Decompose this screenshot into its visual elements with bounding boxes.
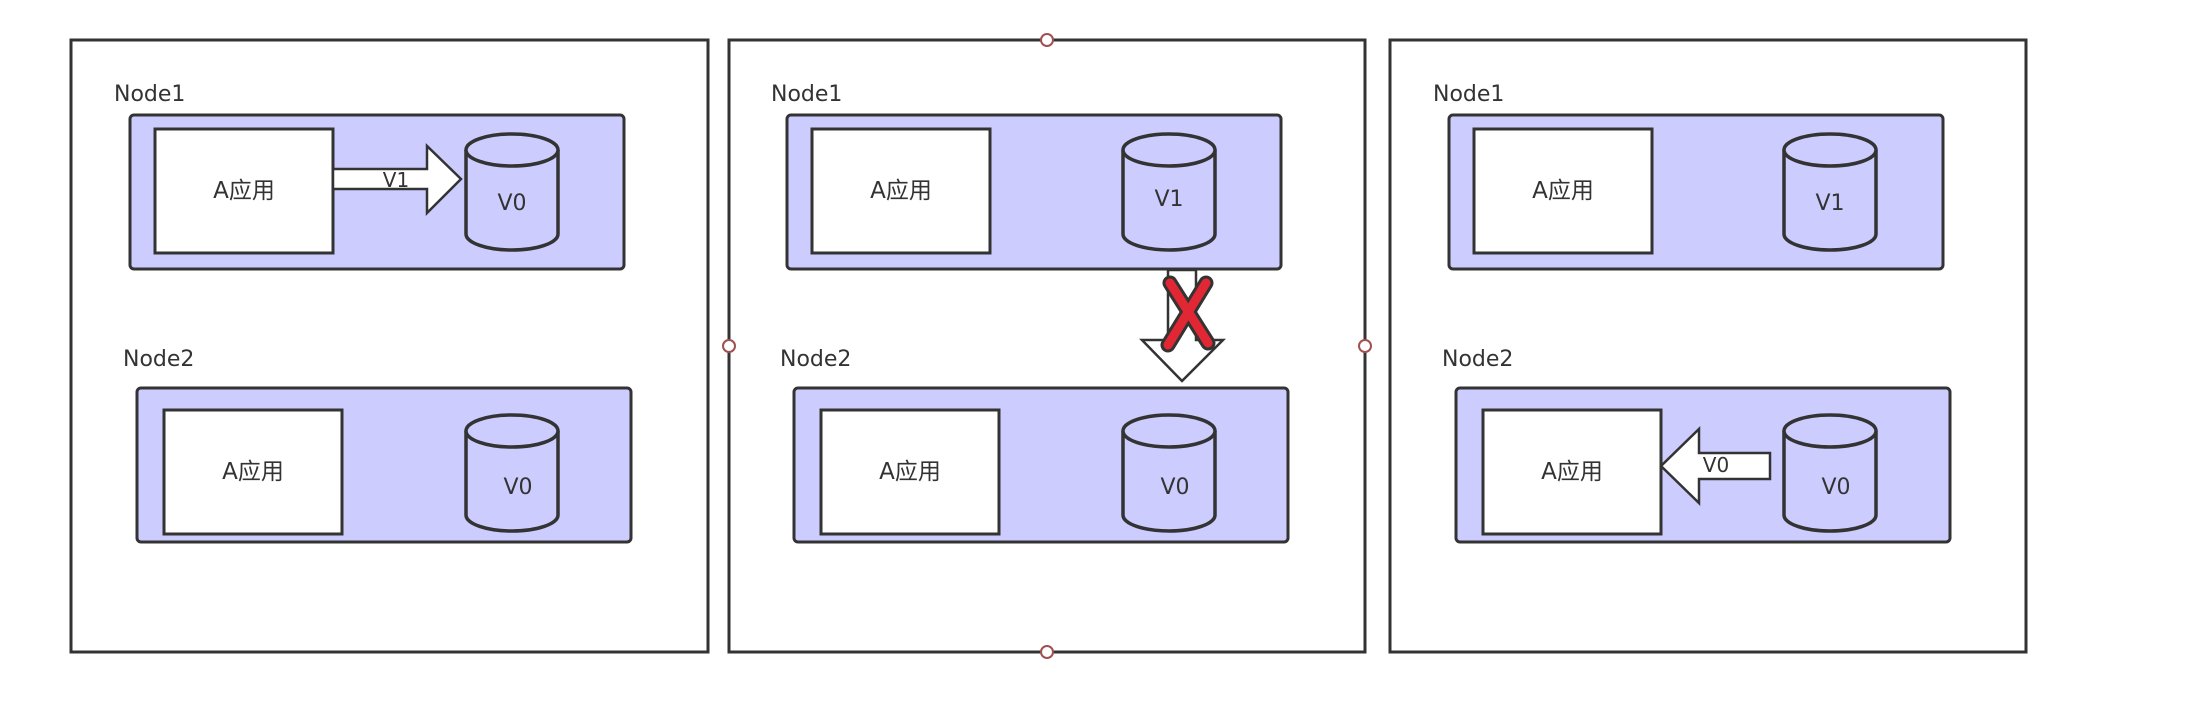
volume-label: V0 xyxy=(1821,475,1850,500)
app-label: A应用 xyxy=(1541,459,1603,485)
resize-handle-right[interactable] xyxy=(1358,339,1372,353)
app-label: A应用 xyxy=(213,178,275,204)
app-box xyxy=(810,127,992,255)
resize-handle-left[interactable] xyxy=(722,339,736,353)
node2-label: Node2 xyxy=(780,347,851,372)
app-box xyxy=(1481,408,1663,536)
app-label: A应用 xyxy=(879,459,941,485)
panel-3: Node1 A应用 V1 Node2 A应用 V0 V0 xyxy=(1388,38,2028,654)
arrow-label: V1 xyxy=(383,168,409,192)
volume-label: V1 xyxy=(1154,187,1183,212)
app-box xyxy=(819,408,1001,536)
volume-cylinder xyxy=(1121,413,1217,533)
volume-cylinder xyxy=(1782,413,1878,533)
app-box xyxy=(153,127,335,255)
app-label: A应用 xyxy=(1532,178,1594,204)
volume-label: V0 xyxy=(503,475,532,500)
app-label: A应用 xyxy=(870,178,932,204)
app-box xyxy=(1472,127,1654,255)
volume-label: V0 xyxy=(1160,475,1189,500)
volume-label: V0 xyxy=(497,191,526,216)
volume-cylinder xyxy=(464,413,560,533)
resize-handle-bottom[interactable] xyxy=(1040,645,1054,659)
right-arrow-icon xyxy=(331,143,463,217)
node1-label: Node1 xyxy=(771,82,842,107)
panel-1: Node1 A应用 V0 V1 Node2 A应用 V0 xyxy=(69,38,710,654)
resize-handle-top[interactable] xyxy=(1040,33,1054,47)
volume-label: V1 xyxy=(1815,191,1844,216)
arrow-label: V0 xyxy=(1703,453,1729,477)
selection-handles[interactable] xyxy=(722,33,1372,659)
node1-label: Node1 xyxy=(114,82,185,107)
left-arrow-icon xyxy=(1659,426,1772,506)
app-label: A应用 xyxy=(222,459,284,485)
app-box xyxy=(162,408,344,536)
node2-label: Node2 xyxy=(123,347,194,372)
cross-icon xyxy=(1160,275,1216,353)
panel-2[interactable]: Node1 A应用 V1 Node2 A应用 V0 xyxy=(722,33,1372,659)
node2-label: Node2 xyxy=(1442,347,1513,372)
node1-label: Node1 xyxy=(1433,82,1504,107)
